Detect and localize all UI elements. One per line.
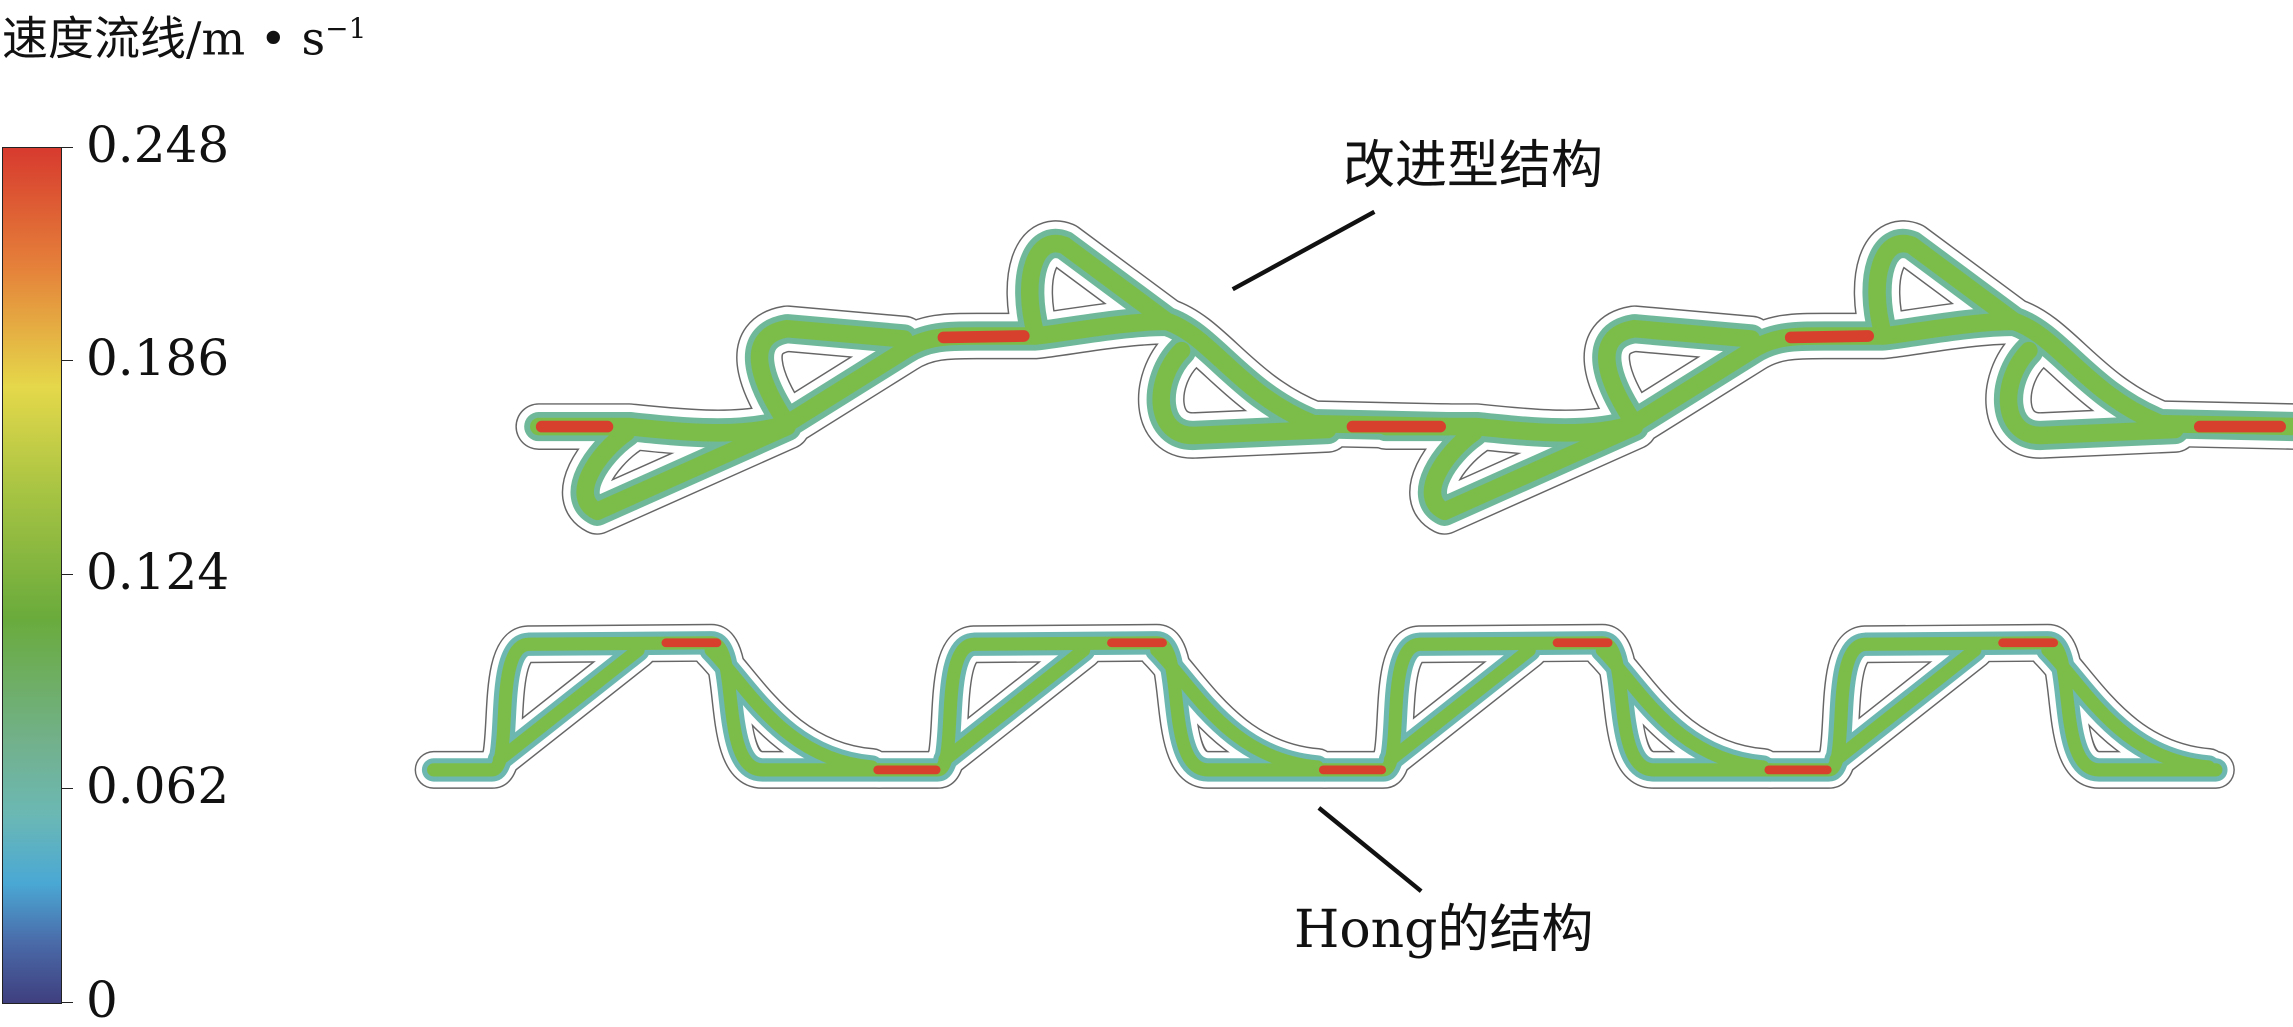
high-velocity-segments (535, 330, 2286, 433)
improved-structure (539, 244, 2293, 512)
tick-mark (61, 1002, 73, 1003)
tick-label: 0.062 (86, 757, 230, 815)
tick-mark (61, 147, 73, 148)
color-bar (2, 147, 62, 1004)
tick-label: 0.186 (86, 329, 230, 387)
hong-structure-label: Hong的结构 (1294, 900, 1594, 960)
hong-leader-line (1317, 806, 1423, 893)
tick-mark (61, 360, 73, 361)
tick-label: 0.248 (86, 116, 230, 174)
tick-label: 0.124 (86, 543, 230, 601)
high-velocity-segments (661, 638, 2059, 775)
improved-leader-line (1231, 209, 1376, 292)
legend-title-sup: −1 (325, 12, 367, 45)
legend-title-text: 速度流线/m • s (2, 11, 326, 66)
tick-mark (61, 574, 73, 575)
legend-title: 速度流线/m • s−1 (2, 2, 366, 65)
improved-structure-label: 改进型结构 (1343, 136, 1604, 196)
tick-mark (61, 788, 73, 789)
tick-label: 0 (86, 971, 118, 1027)
hong-structure (434, 643, 2216, 770)
